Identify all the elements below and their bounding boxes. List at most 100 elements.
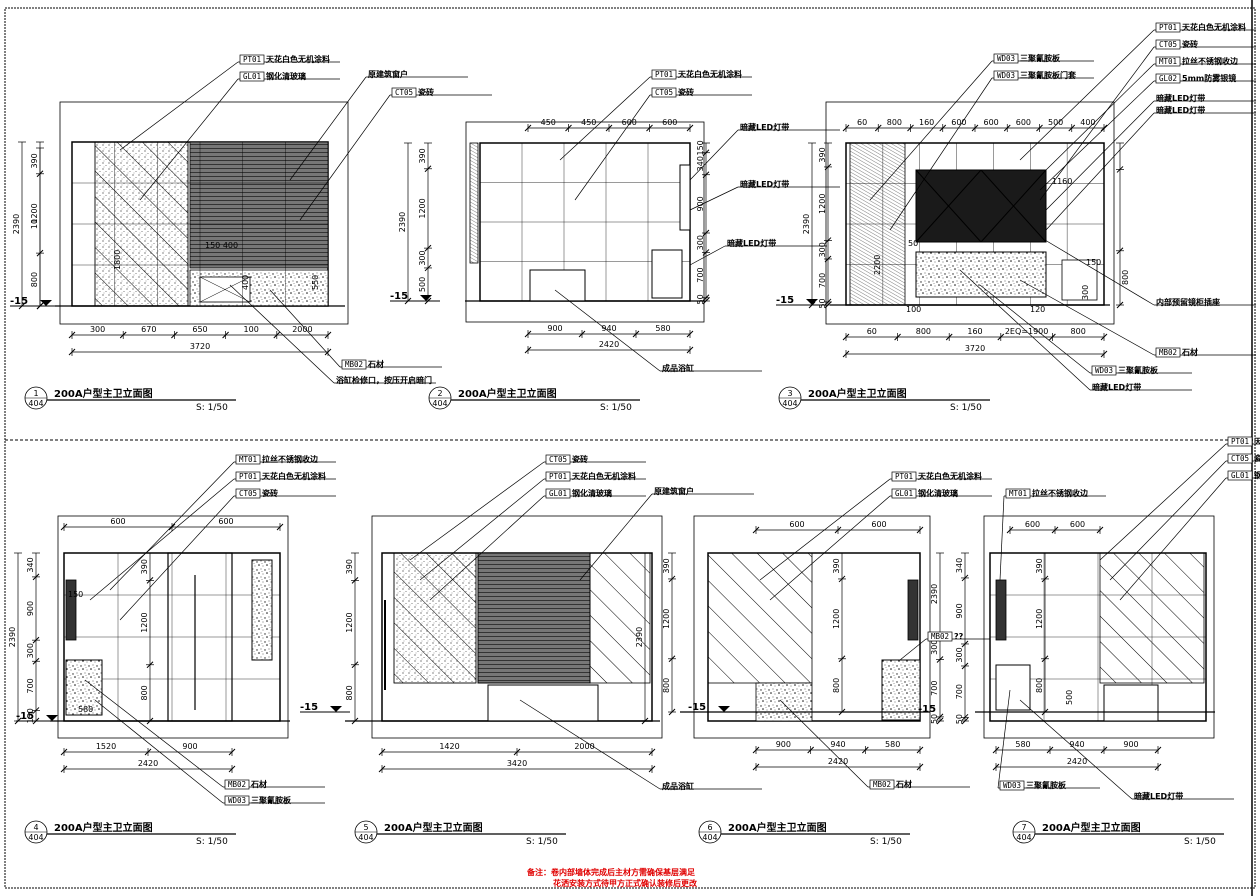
tag-text: 石材 (367, 359, 384, 369)
tag-leader (889, 77, 993, 231)
tag-code: PT01 (1231, 437, 1249, 446)
inner-dims-label: 800 (1035, 678, 1044, 693)
tag-leader (299, 94, 391, 221)
vanity-side (651, 249, 683, 299)
inner-dim: 150 (68, 590, 83, 599)
material-tag: WD03 三聚氰胺板 (94, 699, 325, 806)
view-title: 200A户型主卫立面图 (808, 387, 907, 400)
tag-code: PT01 (895, 472, 913, 481)
left-dims-tick (351, 661, 359, 669)
bottom-total-tick (1100, 350, 1108, 358)
inner-dims-tick (1041, 575, 1049, 583)
tag-code-box (235, 471, 261, 482)
inner-dims-tick (146, 661, 154, 669)
tag-leader (1119, 477, 1227, 601)
top-dims-tick (1096, 526, 1104, 534)
tag-code: CT05 (655, 88, 673, 97)
tag-code: CT05 (239, 489, 257, 498)
level-value: -15 (16, 711, 34, 722)
top-dims-tick (565, 124, 572, 132)
material-tag: 暗藏LED灯带 (1045, 93, 1256, 211)
tag-leader (1019, 279, 1155, 356)
tag-text: 三聚氰胺板 (251, 795, 292, 805)
tag-text: 天花白色无机涂料 (262, 471, 326, 481)
right-dims-tick (702, 297, 710, 305)
tag-code: GL01 (549, 489, 567, 498)
left-dims-tick (36, 170, 44, 178)
window-blinds (477, 552, 591, 684)
tag-text: 拉丝不锈钢收边 (1182, 56, 1239, 66)
tag-code-box (993, 70, 1019, 81)
inner-dim: 100 (906, 305, 921, 314)
inner-dim: 150 (1086, 258, 1101, 267)
tag-code-box (891, 471, 917, 482)
level-triangle (330, 706, 342, 712)
view-scale: S: 1/50 (950, 403, 982, 413)
tag-text: 钢 (1254, 470, 1260, 480)
tag-code-box (1227, 436, 1253, 447)
left-dims-label: 800 (345, 685, 354, 700)
bottom-dims-tick (144, 748, 152, 756)
tag-code: CT05 (1159, 40, 1177, 49)
glass-hatch (707, 552, 813, 684)
tag-code: WD03 (1003, 781, 1021, 790)
tag-code: GL02 (1159, 74, 1177, 83)
tag-text: 暗藏LED灯带 (740, 122, 789, 132)
bottom-total-tick (324, 348, 332, 356)
top-dims-tick (1051, 526, 1059, 534)
tag-code: GL01 (243, 72, 261, 81)
inner-dims-label: 1200 (1035, 609, 1044, 629)
level-triangle (46, 715, 58, 721)
outer-frame (465, 121, 705, 323)
bottom-dims-tick (632, 330, 640, 338)
bottom-total-label: 2420 (138, 759, 158, 768)
tag-code-box (1155, 347, 1181, 358)
tag-text: 瓷砖 (1182, 39, 1198, 49)
tag-text: 内部预留镜柜插座 (1156, 297, 1220, 307)
tag-text: 暗藏LED灯带 (1092, 382, 1141, 392)
tag-text: 瓷砖 (418, 87, 434, 97)
top-dims-tick (168, 523, 176, 531)
level-value-2: -15 (918, 704, 936, 715)
right-dims-tick (1116, 247, 1124, 255)
bottom-total-tick (916, 763, 924, 771)
tag-code: GL01 (1231, 471, 1249, 480)
left-dims-tick (424, 264, 432, 272)
top-dims-label: 800 (887, 118, 902, 127)
left-dims-tick (668, 655, 676, 663)
tag-leader (139, 78, 239, 201)
right-dims-label: 700 (930, 681, 939, 696)
bottom-dims-tick (648, 748, 656, 756)
tag-code: WD03 (228, 796, 246, 805)
bottom-dims-tick (1100, 746, 1108, 754)
bottom-dims-tick (894, 333, 901, 341)
tag-code: GL01 (895, 489, 913, 498)
right-total-label: 2390 (635, 627, 644, 647)
tag-text: 三聚氰胺板 (1118, 365, 1159, 375)
view-number: 2 (437, 389, 442, 398)
inner-dim: 550 (311, 275, 320, 290)
tag-text: 5mm防雾银镜 (1182, 73, 1236, 83)
tag-leader (409, 461, 545, 561)
inner-dim: 300 (1081, 285, 1090, 300)
sheet-number: 404 (358, 833, 373, 842)
tag-text: 三聚氰胺板 (1026, 780, 1067, 790)
view-title: 200A户型主卫立面图 (54, 821, 153, 834)
bottom-dims-tick (1100, 333, 1108, 341)
bottom-total-tick (992, 763, 1000, 771)
tag-text: 天花白色无机涂料 (918, 471, 982, 481)
bathtub (1103, 684, 1159, 722)
tag-text: 暗藏LED灯带 (1156, 105, 1205, 115)
glass-hatch-right (589, 552, 651, 684)
level-triangle (806, 299, 818, 305)
right-dims-label: 900 (696, 196, 705, 211)
glass-hatch (393, 552, 477, 684)
top-dims-tick (971, 124, 979, 132)
mirror-cabinet-side (679, 164, 691, 231)
right-dims-tick (702, 149, 710, 157)
tag-text: 暗藏LED灯带 (1134, 791, 1183, 801)
